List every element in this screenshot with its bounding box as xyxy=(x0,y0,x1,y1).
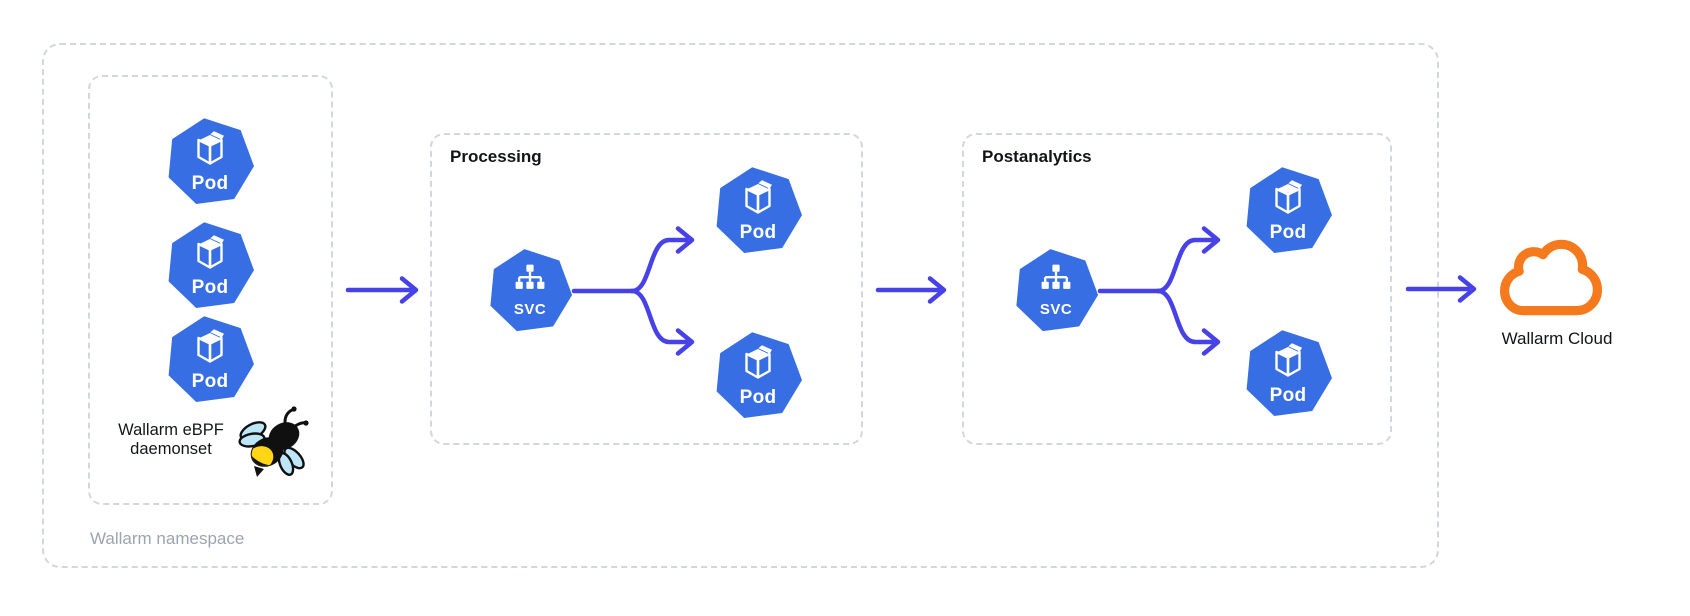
pod-label: Pod xyxy=(1269,385,1307,406)
postanalytics-pod-2: Pod xyxy=(1246,330,1332,416)
processing-box: Processing xyxy=(430,133,863,445)
postanalytics-label: Postanalytics xyxy=(982,147,1092,166)
processing-pod-2: Pod xyxy=(716,332,802,418)
cube-icon xyxy=(1275,180,1302,214)
cube-icon xyxy=(197,329,224,363)
svc-label: SVC xyxy=(1039,301,1073,318)
daemonset-box xyxy=(88,75,333,505)
cloud-icon xyxy=(1500,239,1602,316)
fork-postanalytics-svc-to-pods xyxy=(1097,226,1221,356)
pod-label: Pod xyxy=(739,387,777,408)
namespace-box xyxy=(42,43,1439,568)
arrow-daemonset-to-processing xyxy=(345,276,419,304)
cube-icon xyxy=(745,345,772,379)
daemonset-caption-line1: Wallarm eBPF xyxy=(118,421,224,439)
daemonset-caption-line2: daemonset xyxy=(130,440,212,458)
processing-pod-1: Pod xyxy=(716,167,802,253)
arrow-processing-to-postanalytics xyxy=(875,276,947,304)
postanalytics-pod-1: Pod xyxy=(1246,167,1332,253)
arrow-postanalytics-to-cloud xyxy=(1405,275,1477,303)
svc-label: SVC xyxy=(513,301,547,318)
fork-processing-svc-to-pods xyxy=(571,226,695,356)
service-tree-icon xyxy=(1041,264,1071,289)
postanalytics-svc: SVC xyxy=(1016,249,1099,332)
daemonset-caption: Wallarm eBPF daemonset xyxy=(106,421,236,459)
pod-label: Pod xyxy=(191,371,229,392)
cube-icon xyxy=(1275,343,1302,377)
daemonset-pod-1: Pod xyxy=(168,118,254,204)
pod-label: Pod xyxy=(191,173,229,194)
pod-label: Pod xyxy=(1269,222,1307,243)
cube-icon xyxy=(197,131,224,165)
cloud-label: Wallarm Cloud xyxy=(1501,329,1613,348)
pod-label: Pod xyxy=(739,222,777,243)
bee-icon xyxy=(238,406,309,477)
processing-svc: SVC xyxy=(490,249,573,332)
processing-label: Processing xyxy=(450,147,542,166)
cube-icon xyxy=(197,235,224,269)
postanalytics-box: Postanalytics xyxy=(962,133,1392,445)
pod-label: Pod xyxy=(191,277,229,298)
daemonset-pod-3: Pod xyxy=(168,316,254,402)
namespace-label: Wallarm namespace xyxy=(90,529,245,548)
service-tree-icon xyxy=(515,264,545,289)
daemonset-pod-2: Pod xyxy=(168,222,254,308)
cube-icon xyxy=(745,180,772,214)
